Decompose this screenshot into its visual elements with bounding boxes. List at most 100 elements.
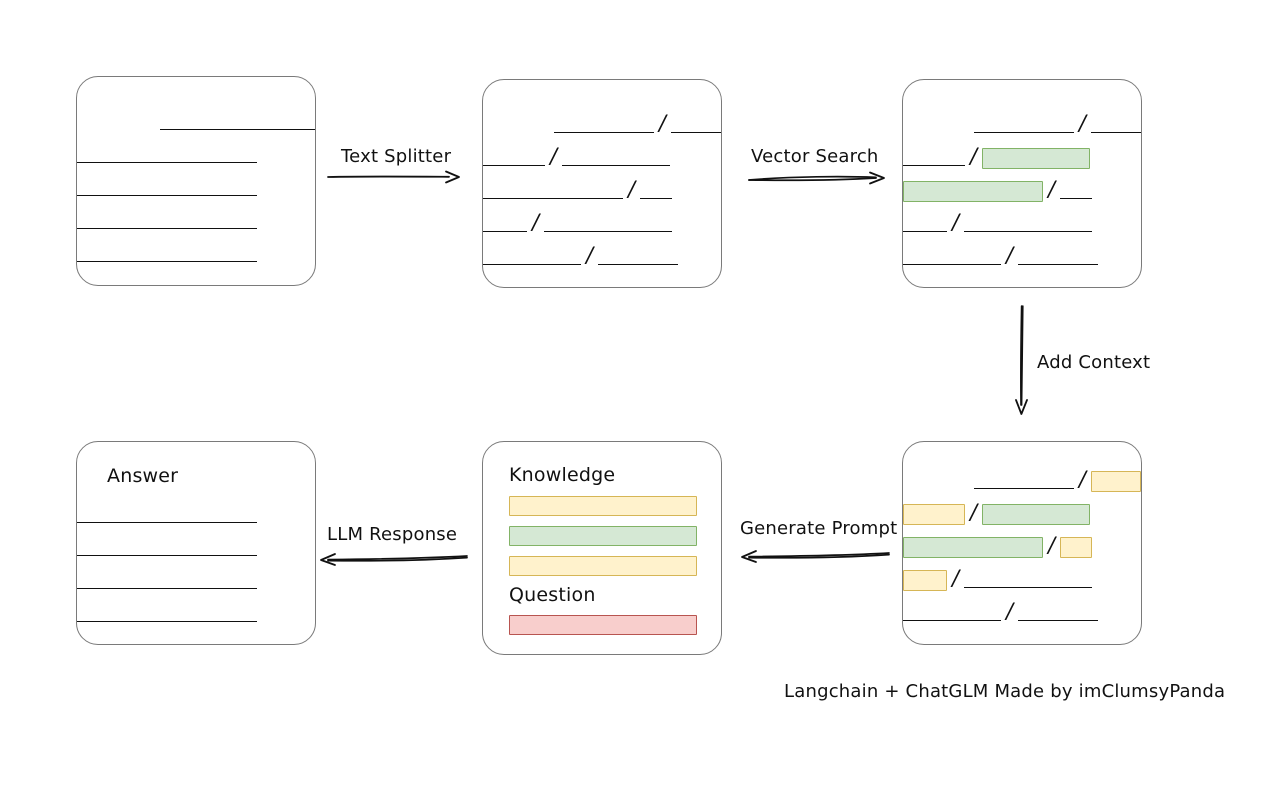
text-rule: [77, 144, 257, 166]
document-line: /: [483, 210, 721, 235]
document-line: /: [903, 111, 1141, 136]
document-line: /: [483, 177, 721, 202]
document-line: /: [903, 243, 1141, 268]
edge-generate-prompt-label: Generate Prompt: [740, 518, 898, 539]
slash-separator: /: [1078, 111, 1086, 135]
answer-label: Answer: [107, 465, 179, 487]
yellow-highlight-chip: [1060, 536, 1093, 558]
document-line: [77, 111, 315, 133]
document-line: /: [903, 145, 1141, 169]
document-line: [77, 177, 315, 199]
slash-separator: /: [532, 210, 540, 234]
text-rule: [544, 213, 673, 235]
slash-separator: /: [658, 111, 666, 135]
text-rule: [973, 114, 1074, 136]
node-prompt[interactable]: Knowledge Question: [482, 441, 722, 655]
document-line: /: [903, 566, 1141, 591]
green-highlight-chip: [982, 147, 1091, 169]
knowledge-bar: [509, 556, 697, 576]
vector-matched-chunks-lines: / / / / /: [903, 80, 1141, 287]
slash-separator: /: [952, 210, 960, 234]
text-rule: [483, 246, 581, 268]
text-rule: [1060, 180, 1093, 202]
text-rule: [973, 470, 1074, 492]
footer-credit: Langchain + ChatGLM Made by imClumsyPand…: [784, 681, 1226, 702]
node-answer[interactable]: Answer: [76, 441, 316, 645]
node-vector-matched-chunks[interactable]: / / / / /: [902, 79, 1142, 288]
document-line: [77, 144, 315, 166]
slash-separator: /: [1006, 243, 1014, 267]
slash-separator: /: [1006, 599, 1014, 623]
edge-add-context-label: Add Context: [1037, 352, 1151, 373]
green-highlight-chip: [903, 536, 1043, 558]
slash-separator: /: [628, 177, 636, 201]
knowledge-label: Knowledge: [509, 464, 616, 486]
document-line: [77, 243, 315, 265]
question-bar: [509, 615, 697, 635]
edge-vector-search-label: Vector Search: [751, 146, 879, 167]
text-rule: [1018, 246, 1099, 268]
document-line: [77, 504, 315, 526]
text-rule: [77, 243, 257, 265]
text-rule: [77, 570, 257, 592]
slash-separator: /: [970, 500, 978, 524]
edge-text-splitter-label: Text Splitter: [341, 146, 452, 167]
edge-llm-response-label: LLM Response: [327, 524, 458, 545]
edge-text-splitter: [327, 168, 462, 186]
document-line: /: [903, 468, 1141, 492]
yellow-highlight-chip: [1091, 470, 1141, 492]
text-rule: [483, 147, 545, 169]
slash-separator: /: [550, 144, 558, 168]
text-rule: [598, 246, 679, 268]
edge-llm-response: [320, 548, 468, 568]
document-line: /: [483, 144, 721, 169]
text-rule: [562, 147, 671, 169]
edge-vector-search: [748, 168, 888, 188]
edge-generate-prompt: [740, 545, 890, 565]
text-rule: [483, 213, 527, 235]
document-line: [77, 537, 315, 559]
document-line: /: [903, 500, 1141, 525]
text-rule: [671, 114, 721, 136]
split-chunks-lines: / / / / /: [483, 80, 721, 287]
text-rule: [77, 177, 257, 199]
question-label: Question: [509, 584, 596, 606]
edge-add-context: [1012, 305, 1034, 417]
slash-separator: /: [1048, 533, 1056, 557]
yellow-highlight-chip: [903, 569, 947, 591]
text-rule: [1018, 602, 1099, 624]
text-rule: [903, 213, 947, 235]
text-rule: [77, 210, 257, 232]
slash-separator: /: [952, 566, 960, 590]
text-rule: [964, 213, 1093, 235]
green-highlight-chip: [903, 180, 1043, 202]
text-rule: [77, 603, 257, 625]
document-line: /: [903, 533, 1141, 558]
text-rule: [160, 111, 315, 133]
document-line: [77, 603, 315, 625]
yellow-highlight-chip: [903, 503, 965, 525]
slash-separator: /: [1048, 177, 1056, 201]
slash-separator: /: [586, 243, 594, 267]
answer-lines: [77, 498, 315, 644]
context-added-chunks-lines: / / / / /: [903, 442, 1141, 644]
document-line: [77, 570, 315, 592]
prompt-contents: Knowledge Question: [483, 442, 721, 654]
document-line: /: [903, 599, 1141, 624]
answer-contents: Answer: [77, 442, 315, 644]
text-rule: [483, 180, 623, 202]
node-context-added-chunks[interactable]: / / / / /: [902, 441, 1142, 645]
text-rule: [553, 114, 654, 136]
node-source-document[interactable]: [76, 76, 316, 286]
text-rule: [77, 504, 257, 526]
document-line: /: [903, 210, 1141, 235]
text-rule: [640, 180, 673, 202]
document-line: /: [483, 243, 721, 268]
document-line: /: [903, 177, 1141, 202]
text-rule: [77, 537, 257, 559]
text-rule: [964, 569, 1093, 591]
document-line: [77, 210, 315, 232]
node-split-chunks[interactable]: / / / / /: [482, 79, 722, 288]
document-line: /: [483, 111, 721, 136]
